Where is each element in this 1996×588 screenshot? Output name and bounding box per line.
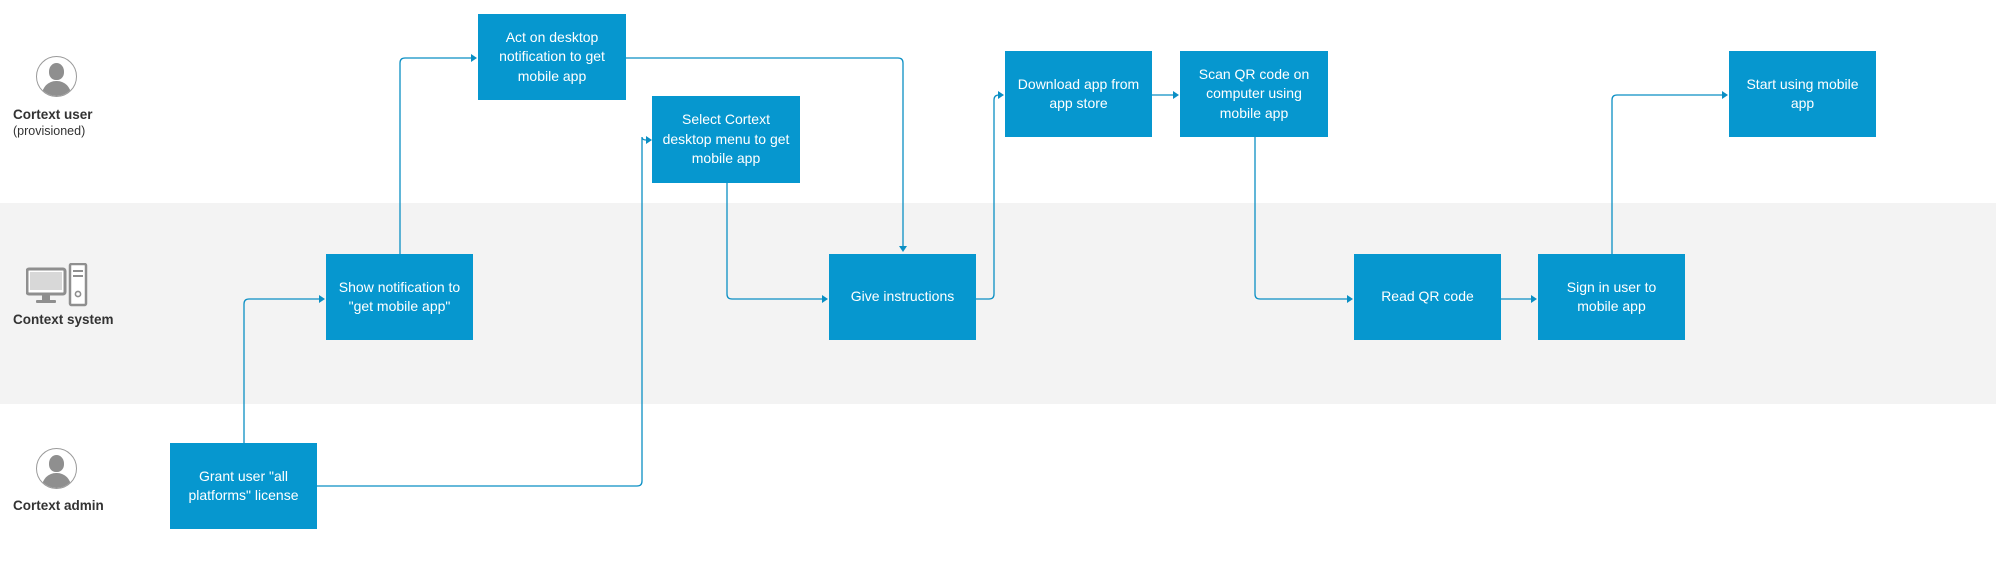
connector-act-to-instructions xyxy=(626,57,904,246)
step-give-instructions: Give instructions xyxy=(829,254,976,340)
avatar-head xyxy=(49,63,64,80)
arrowhead xyxy=(646,136,652,144)
connector-grant-to-show-notification xyxy=(243,298,320,443)
connector-menu-to-instructions xyxy=(726,183,822,300)
arrowhead xyxy=(822,295,828,303)
avatar-head xyxy=(49,455,64,472)
computer-desktop-icon xyxy=(26,263,88,307)
step-show-notification: Show notification to "get mobile app" xyxy=(326,254,473,340)
arrowhead xyxy=(899,246,907,252)
lane-system-name: Context system xyxy=(13,312,114,327)
arrowhead xyxy=(1347,295,1353,303)
arrowhead xyxy=(1722,91,1728,99)
step-start-using-app: Start using mobile app xyxy=(1729,51,1876,137)
lane-label-admin: Cortext admin xyxy=(13,498,104,514)
step-sign-in-user: Sign in user to mobile app xyxy=(1538,254,1685,340)
lane-user-name: Cortext user xyxy=(13,107,93,122)
arrowhead xyxy=(998,91,1004,99)
avatar-torso xyxy=(42,81,71,96)
step-download-app: Download app from app store xyxy=(1005,51,1152,137)
step-scan-qr-code: Scan QR code on computer using mobile ap… xyxy=(1180,51,1328,137)
arrowhead xyxy=(1531,295,1537,303)
connector-grant-to-select-menu xyxy=(317,142,643,487)
lane-admin-name: Cortext admin xyxy=(13,498,104,513)
arrowhead xyxy=(319,295,325,303)
connector-scan-to-read xyxy=(1254,137,1347,300)
avatar-torso xyxy=(42,473,71,488)
arrowhead xyxy=(1173,91,1179,99)
lane-label-user: Cortext user (provisioned) xyxy=(13,107,93,139)
step-grant-license: Grant user "all platforms" license xyxy=(170,443,317,529)
connector-instructions-to-download xyxy=(976,94,1000,300)
step-read-qr-code: Read QR code xyxy=(1354,254,1501,340)
user-avatar-icon xyxy=(36,56,77,97)
connector-show-to-act xyxy=(399,57,472,254)
step-act-on-notification: Act on desktop notification to get mobil… xyxy=(478,14,626,100)
arrowhead xyxy=(471,54,477,62)
lane-user-subtitle: (provisioned) xyxy=(13,124,86,138)
admin-avatar-icon xyxy=(36,448,77,489)
lane-label-system: Context system xyxy=(13,312,114,328)
connector-signin-to-start xyxy=(1611,94,1722,254)
step-select-desktop-menu: Select Cortext desktop menu to get mobil… xyxy=(652,96,800,183)
